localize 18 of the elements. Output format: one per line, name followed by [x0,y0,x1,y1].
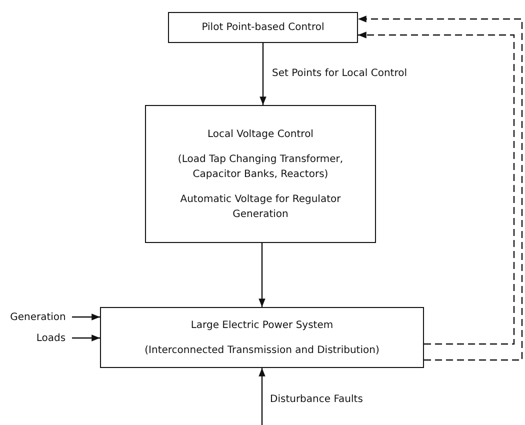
arrow [258,368,266,425]
box-title: Pilot Point-based Control [202,21,324,35]
process-box [168,12,358,43]
process-box [145,105,376,243]
box-text: (Interconnected Transmission and Distribution) [144,344,380,358]
process-box [100,307,424,368]
input-label: Loads [36,332,66,346]
edge-label: Set Points for Local Control [272,68,407,79]
box-text: Automatic Voltage for Regulator Generation [179,192,342,222]
box-title: Large Electric Power System [190,318,334,332]
arrow [72,314,100,320]
box-text: (Load Tap Changing Transformer, Capacitor Banks, Reactors) [176,152,344,182]
arrow [260,43,266,105]
input-label: Generation [10,310,66,324]
box-title: Local Voltage Control [208,128,314,142]
arrow [72,334,100,342]
arrow [258,243,266,307]
edge-label: Disturbance Faults [270,394,363,405]
